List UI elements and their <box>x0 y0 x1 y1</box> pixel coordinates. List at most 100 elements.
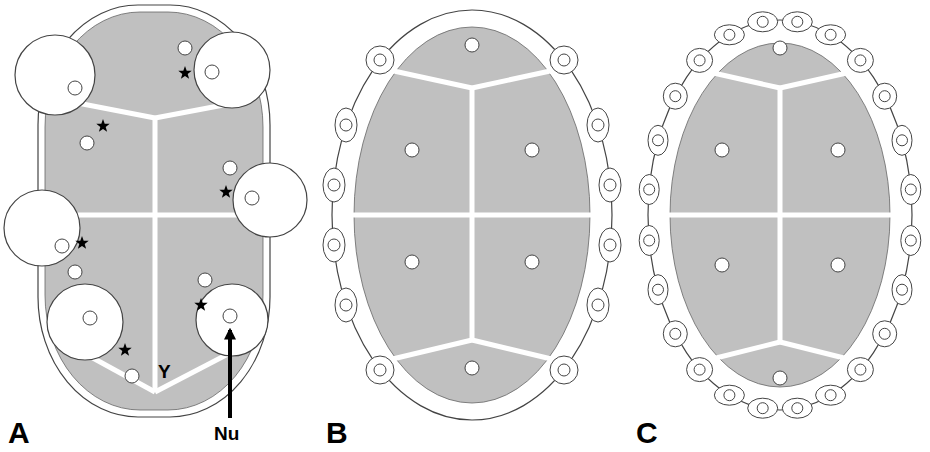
peripheral-cell <box>639 226 659 256</box>
inner-nuclei <box>55 65 259 325</box>
peripheral-nucleus <box>604 179 616 191</box>
inner-nucleus <box>245 191 259 205</box>
peripheral-nucleus <box>604 239 616 251</box>
cell-nucleus <box>80 136 94 150</box>
cell-nucleus <box>405 255 419 269</box>
pointer-arrow <box>228 330 232 418</box>
peripheral-cell <box>366 46 394 74</box>
peripheral-nucleus <box>897 135 908 146</box>
peripheral-nucleus <box>792 403 803 414</box>
peripheral-nucleus <box>644 184 655 195</box>
budding-nuclei <box>4 32 307 360</box>
star-marker <box>96 119 109 132</box>
structure-label: Nu <box>214 424 239 443</box>
embryo-outline <box>332 10 612 420</box>
peripheral-nucleus <box>855 364 866 375</box>
cell-boundary <box>700 342 780 362</box>
cell-boundary <box>780 342 860 362</box>
peripheral-cell <box>782 12 812 32</box>
budding-nucleus <box>47 284 123 360</box>
peripheral-nucleus <box>592 119 604 131</box>
peripheral-nucleus <box>374 364 386 376</box>
panel-b <box>323 10 621 420</box>
cell-nucleus <box>68 265 82 279</box>
cell-nucleus <box>831 143 845 157</box>
peripheral-cell <box>748 398 778 418</box>
cell-boundaries <box>350 68 594 362</box>
peripheral-nucleus <box>879 91 890 102</box>
cell-nucleus <box>773 371 787 385</box>
inner-nucleus <box>83 311 97 325</box>
peripheral-cell <box>648 275 668 305</box>
panel-letter: A <box>8 418 30 448</box>
star-marker <box>118 343 131 356</box>
star-markers <box>75 66 232 356</box>
cell-nucleus <box>831 258 845 272</box>
cell-nucleus <box>465 38 479 52</box>
cell-boundary <box>350 213 594 218</box>
peripheral-cell <box>892 125 912 155</box>
inner-nucleus <box>223 309 237 323</box>
star-marker <box>219 185 232 198</box>
peripheral-nucleus <box>558 364 570 376</box>
star-marker <box>178 66 191 79</box>
peripheral-cell <box>714 385 744 405</box>
cell-nucleus <box>178 41 192 55</box>
peripheral-cell <box>648 125 668 155</box>
panel-c <box>639 12 921 418</box>
cell-boundary <box>472 68 564 88</box>
peripheral-cell <box>892 275 912 305</box>
panel-letter: C <box>636 418 658 448</box>
peripheral-nucleus <box>340 119 352 131</box>
peripheral-nucleus <box>694 364 705 375</box>
structure-label: Y <box>158 362 171 381</box>
cell-boundary <box>700 70 780 88</box>
peripheral-cell <box>550 356 578 384</box>
cell-boundary <box>380 68 472 88</box>
peripheral-cell <box>599 228 621 262</box>
peripheral-cell <box>782 398 812 418</box>
budding-nucleus <box>233 163 307 237</box>
peripheral-cell <box>714 25 744 45</box>
cell-boundaries <box>668 70 892 362</box>
cell-nucleus <box>405 143 419 157</box>
peripheral-nucleus <box>897 284 908 295</box>
peripheral-nucleus <box>328 239 340 251</box>
embryo-outline <box>648 20 912 410</box>
peripheral-cell <box>847 48 873 72</box>
panel-letter: B <box>326 418 348 448</box>
peripheral-nucleus <box>905 184 916 195</box>
peripheral-cells <box>639 12 921 418</box>
cell-nucleus <box>223 161 237 175</box>
peripheral-cell <box>687 358 713 382</box>
budding-nucleus <box>4 190 80 266</box>
inner-nucleus <box>55 239 69 253</box>
peripheral-nucleus <box>855 55 866 66</box>
budding-nucleus <box>15 35 95 115</box>
peripheral-cell <box>599 168 621 202</box>
cell-nucleus <box>525 255 539 269</box>
peripheral-cell <box>587 108 609 142</box>
peripheral-nucleus <box>757 403 768 414</box>
peripheral-nucleus <box>644 235 655 246</box>
peripheral-cell <box>323 168 345 202</box>
peripheral-nucleus <box>670 328 681 339</box>
peripheral-cell <box>901 175 921 205</box>
peripheral-cell <box>816 25 846 45</box>
cell-boundary <box>472 340 564 362</box>
peripheral-nucleus <box>374 54 386 66</box>
peripheral-nucleus <box>328 179 340 191</box>
peripheral-nucleus <box>724 29 735 40</box>
peripheral-nucleus <box>792 16 803 27</box>
peripheral-nucleus <box>670 91 681 102</box>
peripheral-cell <box>816 385 846 405</box>
peripheral-nucleus <box>905 235 916 246</box>
peripheral-cell <box>901 226 921 256</box>
cell-boundary <box>380 340 472 362</box>
peripheral-cell <box>873 83 897 109</box>
peripheral-nucleus <box>825 390 836 401</box>
peripheral-cell <box>847 358 873 382</box>
peripheral-nuclei <box>644 16 917 413</box>
